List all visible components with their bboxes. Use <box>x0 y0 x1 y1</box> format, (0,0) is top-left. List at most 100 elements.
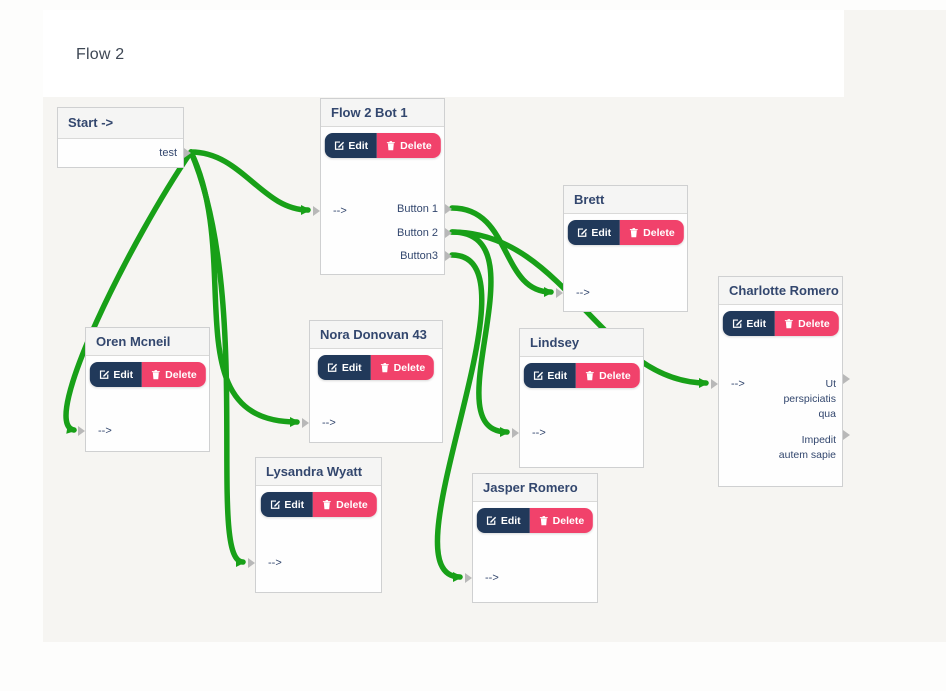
node-title: Start -> <box>58 108 183 139</box>
output-port-label: Button 1 <box>397 203 438 215</box>
output-port-label: Impedit autem sapie <box>778 434 836 461</box>
delete-button-label: Delete <box>336 498 368 511</box>
delete-button-label: Delete <box>165 368 197 381</box>
input-port[interactable] <box>512 428 519 438</box>
node-title: Charlotte Romero <box>719 277 842 305</box>
output-port-label: Button 2 <box>397 227 438 239</box>
edit-pencil-icon <box>732 319 742 328</box>
node-title: Lindsey <box>520 329 643 357</box>
node-actions: Edit Delete <box>722 311 839 336</box>
output-port-button-2[interactable] <box>445 228 452 238</box>
input-port[interactable] <box>78 426 85 436</box>
edit-button-label: Edit <box>113 368 134 381</box>
edit-pencil-icon <box>327 363 338 372</box>
edit-button[interactable]: Edit <box>722 311 776 336</box>
delete-button-label: Delete <box>393 361 426 374</box>
delete-button[interactable]: Delete <box>529 508 594 533</box>
node-start[interactable]: Start -> test <box>57 107 191 168</box>
delete-button[interactable]: Delete <box>775 311 839 336</box>
output-port-impedit-autem-sapie[interactable] <box>843 430 850 440</box>
delete-button-label: Delete <box>400 139 432 152</box>
input-port[interactable] <box>556 288 563 298</box>
trash-icon <box>785 319 794 329</box>
output-port-button3[interactable] <box>445 251 452 261</box>
edit-button[interactable]: Edit <box>260 492 314 517</box>
output-port-label: Ut perspiciatis qua <box>783 378 836 420</box>
edit-button[interactable]: Edit <box>89 362 143 387</box>
delete-button[interactable]: Delete <box>377 133 441 158</box>
input-port-label: --> <box>485 572 499 584</box>
edit-button[interactable]: Edit <box>567 220 621 245</box>
input-port-label: --> <box>98 425 112 437</box>
edit-button-label: Edit <box>591 226 612 239</box>
delete-button-label: Delete <box>552 514 585 527</box>
node-title: Lysandra Wyatt <box>256 458 381 486</box>
trash-icon <box>586 371 595 381</box>
delete-button[interactable]: Delete <box>620 220 684 245</box>
edit-pencil-icon <box>99 370 109 379</box>
trash-icon <box>630 228 639 238</box>
input-port-label: --> <box>268 557 282 569</box>
input-port[interactable] <box>465 573 472 583</box>
flow-header-bar: Flow 2 <box>43 10 844 97</box>
node-title: Nora Donovan 43 <box>310 321 442 349</box>
output-port-button-1[interactable] <box>445 204 452 214</box>
node-actions: Edit Delete <box>89 362 206 387</box>
input-port[interactable] <box>711 379 718 389</box>
delete-button[interactable]: Delete <box>313 492 377 517</box>
node-title: Flow 2 Bot 1 <box>321 99 444 127</box>
output-port-label: Button3 <box>400 250 438 262</box>
page-title: Flow 2 <box>76 46 125 63</box>
input-port-label: --> <box>731 378 745 390</box>
edit-button[interactable]: Edit <box>476 508 530 533</box>
input-port-label: --> <box>333 205 347 217</box>
node-title: Oren Mcneil <box>86 328 209 356</box>
edit-button-label: Edit <box>500 514 521 527</box>
node-nora[interactable]: Nora Donovan 43 Edit Delete --> <box>302 320 443 443</box>
output-port-ut-perspiciatis-qua[interactable] <box>843 374 850 384</box>
edit-button-label: Edit <box>348 139 369 152</box>
node-actions: Edit Delete <box>317 355 435 380</box>
node-title: Brett <box>564 186 687 214</box>
edit-button[interactable]: Edit <box>317 355 371 380</box>
delete-button[interactable]: Delete <box>142 362 206 387</box>
node-flow2bot1[interactable]: Flow 2 Bot 1 Edit Delete --> Button 1 Button … <box>313 98 452 275</box>
node-actions: Edit Delete <box>324 133 441 158</box>
trash-icon <box>323 500 332 510</box>
delete-button-label: Delete <box>798 317 830 330</box>
node-title: Jasper Romero <box>473 474 597 502</box>
trash-icon <box>539 516 548 526</box>
node-actions: Edit Delete <box>260 492 377 517</box>
delete-button-label: Delete <box>599 369 631 382</box>
edit-button-label: Edit <box>341 361 362 374</box>
edit-button[interactable]: Edit <box>523 363 577 388</box>
input-port-label: --> <box>576 287 590 299</box>
input-port[interactable] <box>248 558 255 568</box>
delete-button-label: Delete <box>643 226 675 239</box>
edit-pencil-icon <box>334 141 344 150</box>
output-port-label: test <box>159 147 177 159</box>
node-actions: Edit Delete <box>567 220 684 245</box>
input-port-label: --> <box>532 427 546 439</box>
trash-icon <box>380 363 389 373</box>
edit-pencil-icon <box>486 516 497 525</box>
node-actions: Edit Delete <box>523 363 640 388</box>
input-port[interactable] <box>302 418 309 428</box>
delete-button[interactable]: Delete <box>576 363 640 388</box>
input-port[interactable] <box>313 206 320 216</box>
trash-icon <box>152 370 161 380</box>
edit-pencil-icon <box>533 371 543 380</box>
output-port-test[interactable] <box>184 148 191 158</box>
edit-button-label: Edit <box>284 498 305 511</box>
edit-button[interactable]: Edit <box>324 133 378 158</box>
input-port-label: --> <box>322 417 336 429</box>
delete-button[interactable]: Delete <box>370 355 435 380</box>
